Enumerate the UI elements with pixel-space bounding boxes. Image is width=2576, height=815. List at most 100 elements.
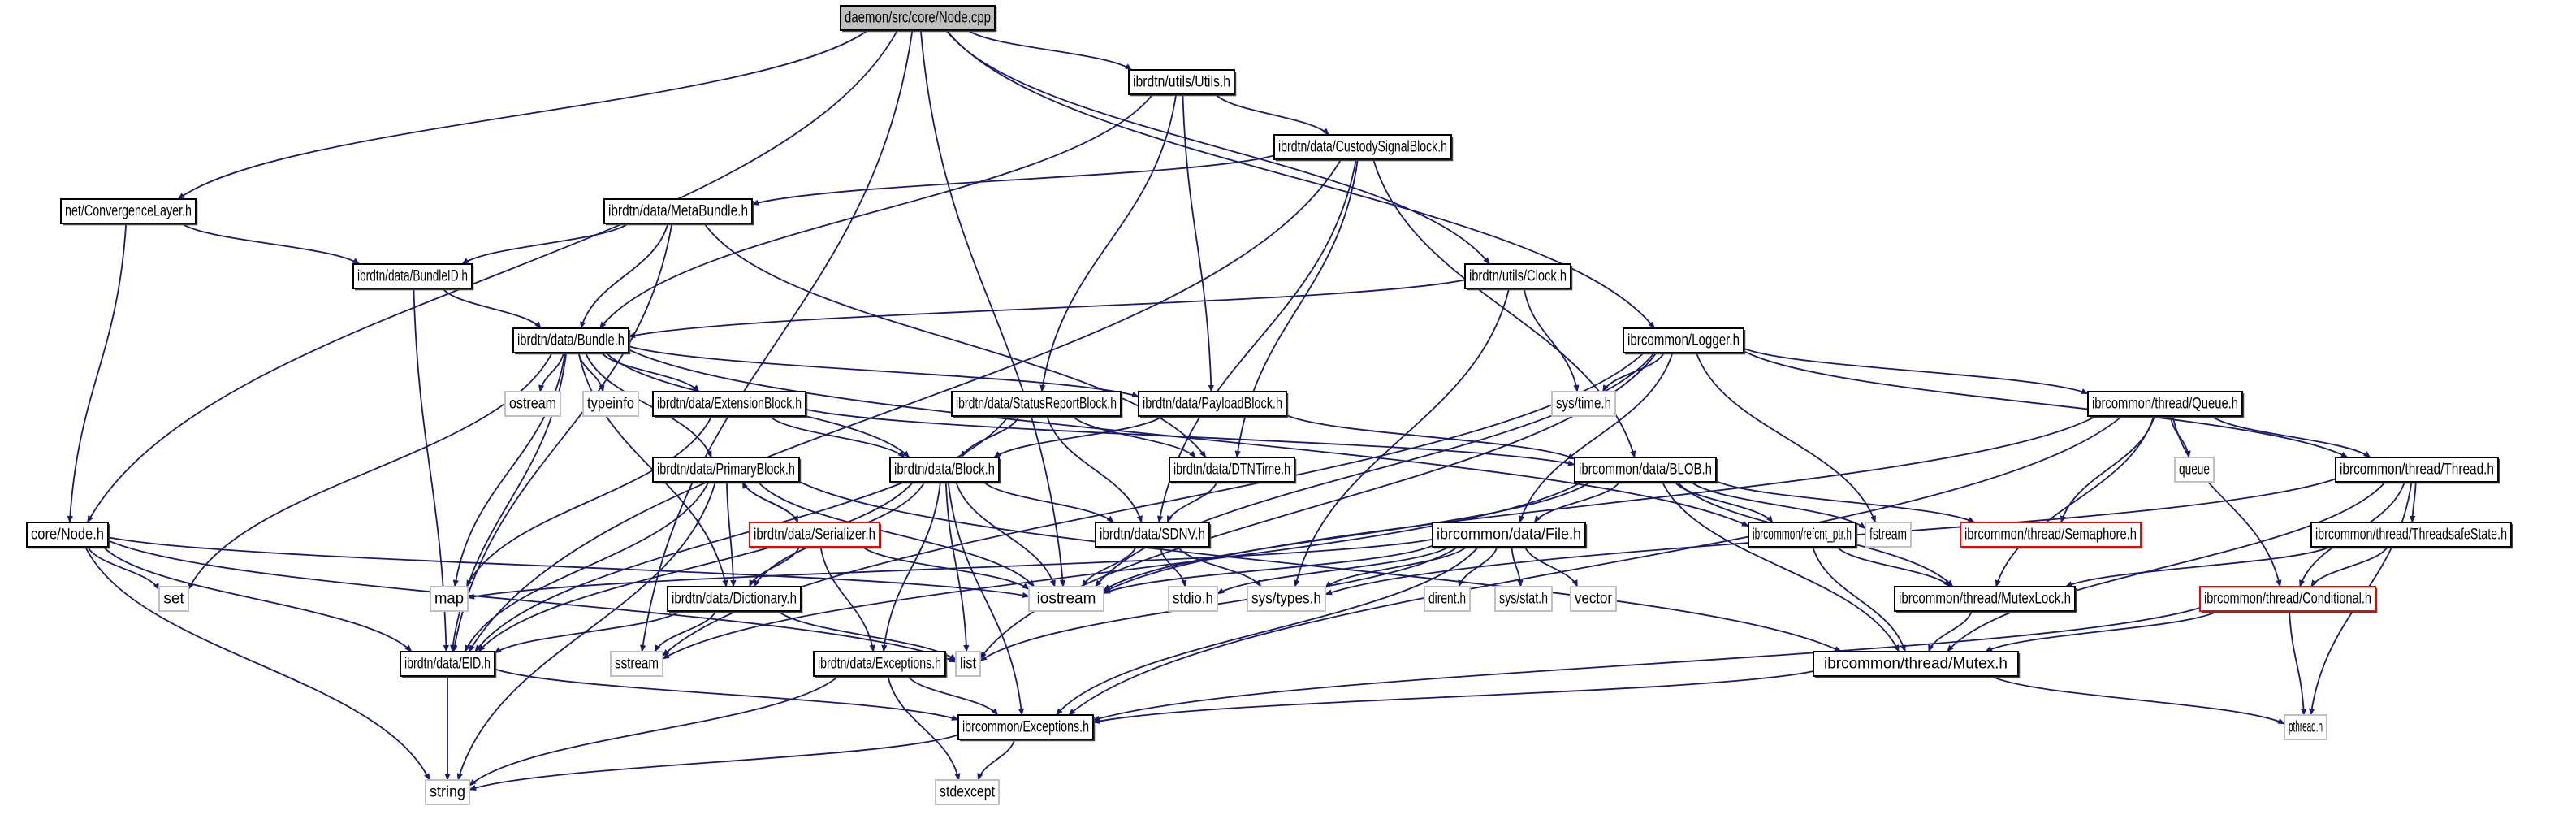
node-shadow (1815, 653, 2021, 678)
edge-custody-to-metabundle (751, 154, 1275, 206)
node-label: ibrcommon/thread/Mutex.h (1824, 656, 2008, 673)
node-box (1748, 522, 1856, 548)
edge-bundle-to-set (188, 352, 553, 591)
edge-dataexc-to-stdexcept (887, 675, 961, 781)
node-shadow (1625, 330, 1746, 355)
edge-commonexc-to-stdexcept (977, 739, 1016, 781)
node-label: ibrcommon/Logger.h (1627, 332, 1740, 349)
node-box (1894, 586, 2076, 612)
edge-blob-to-refcnt (1674, 481, 1774, 523)
node-eid[interactable]: ibrdtn/data/EID.h (400, 651, 497, 678)
node-box (935, 779, 1000, 805)
edge-node_cpp-to-iostream (919, 29, 1066, 587)
node-dataexc[interactable]: ibrdtn/data/Exceptions.h (813, 651, 948, 678)
node-clock[interactable]: ibrdtn/utils/Clock.h (1464, 263, 1573, 291)
node-dtntime[interactable]: ibrdtn/data/DTNTime.h (1169, 457, 1297, 484)
edge-statusreport-to-eid (474, 415, 1009, 652)
edge-file-to-systypes (1325, 546, 1467, 588)
node-conditional[interactable]: ibrcommon/thread/Conditional.h (2199, 586, 2378, 613)
node-shadow (1140, 393, 1289, 418)
node-thread[interactable]: ibrcommon/thread/Thread.h (2335, 457, 2500, 484)
node-dictionary[interactable]: ibrdtn/data/Dictionary.h (667, 586, 803, 613)
edges-layer (67, 29, 2417, 791)
edge-thread-to-tsstate (2409, 481, 2417, 523)
node-box (610, 651, 663, 677)
node-bundleid[interactable]: ibrdtn/data/BundleID.h (352, 263, 474, 291)
edge-corenode-to-eid (102, 546, 413, 652)
node-semaphore[interactable]: ibrcommon/thread/Semaphore.h (1960, 522, 2143, 549)
node-fstream: fstream (1865, 522, 1912, 548)
node-box (582, 391, 639, 417)
node-shadow (953, 393, 1123, 418)
edge-queue_h-to-thread (2211, 415, 2371, 458)
node-box (1138, 391, 1287, 417)
edge-bundle-to-refcnt (628, 349, 1749, 527)
node-label: ostream (509, 396, 556, 413)
node-convlayer[interactable]: net/ConvergenceLayer.h (60, 198, 198, 226)
node-shadow (402, 653, 497, 678)
node-statusreport[interactable]: ibrdtn/data/StatusReportBlock.h (951, 391, 1123, 418)
node-node_cpp[interactable]: daemon/src/core/Node.cpp (840, 5, 997, 33)
edge-serializer-to-dictionary (748, 546, 801, 587)
node-mutexlock[interactable]: ibrcommon/thread/MutexLock.h (1894, 586, 2077, 613)
node-block[interactable]: ibrdtn/data/Block.h (889, 457, 1001, 484)
node-utils[interactable]: ibrdtn/utils/Utils.h (1128, 69, 1237, 97)
node-file[interactable]: ibrcommon/data/File.h (1432, 522, 1588, 549)
node-refcnt[interactable]: ibrcommon/refcnt_ptr.h (1748, 522, 1858, 549)
node-queue: queue (2174, 457, 2215, 483)
node-blob[interactable]: ibrcommon/data/BLOB.h (1574, 457, 1718, 484)
node-box (430, 586, 469, 612)
node-bundle[interactable]: ibrdtn/data/Bundle.h (512, 327, 631, 355)
edge-primary-to-mutex (798, 480, 1842, 652)
node-box (652, 391, 806, 417)
node-box (26, 522, 109, 548)
edge-sdnv-to-systypes (1177, 546, 1262, 587)
node-label: ibrdtn/data/Exceptions.h (818, 656, 941, 673)
node-shadow (515, 330, 631, 355)
node-corenode[interactable]: core/Node.h (26, 522, 110, 549)
node-logger[interactable]: ibrcommon/Logger.h (1623, 327, 1746, 355)
node-serializer[interactable]: ibrdtn/data/Serializer.h (749, 522, 882, 549)
node-ostream: ostream (504, 391, 561, 417)
node-custody[interactable]: ibrdtn/data/CustodySignalBlock.h (1273, 134, 1454, 162)
node-metabundle[interactable]: ibrdtn/data/MetaBundle.h (603, 198, 754, 226)
node-commonexc[interactable]: ibrcommon/Exceptions.h (957, 714, 1096, 742)
node-extblock[interactable]: ibrdtn/data/ExtensionBlock.h (652, 391, 808, 418)
edge-file-to-map (467, 538, 1433, 600)
node-shadow (1896, 588, 2077, 613)
edge-sdnv-to-stdio (1159, 546, 1187, 587)
edge-metabundle-to-bundleid (461, 223, 629, 265)
node-label: fstream (1869, 527, 1907, 544)
node-label: stdio.h (1173, 591, 1213, 608)
node-label: core/Node.h (31, 527, 104, 544)
node-label: ibrcommon/refcnt_ptr.h (1753, 527, 1852, 544)
node-sdnv[interactable]: ibrdtn/data/SDNV.h (1095, 522, 1212, 549)
edge-node_cpp-to-convlayer (177, 29, 869, 200)
edge-logger-to-queue_h (1743, 347, 2089, 395)
edge-extblock-to-block (768, 415, 905, 458)
edge-conditional-to-pthread (2289, 610, 2307, 716)
node-shadow (355, 266, 474, 291)
edge-block-to-list (944, 481, 970, 652)
node-box (1464, 263, 1571, 289)
edge-primary-to-iostream (757, 481, 1035, 587)
edge-mutexlock-to-mutex (1928, 610, 1973, 652)
node-box (2310, 522, 2512, 548)
node-primary[interactable]: ibrdtn/data/PrimaryBlock.h (652, 457, 802, 484)
edge-metabundle-to-bundle (580, 223, 669, 329)
node-shadow (2313, 524, 2513, 549)
node-mutex[interactable]: ibrcommon/thread/Mutex.h (1813, 651, 2021, 678)
node-stdio: stdio.h (1168, 586, 1218, 612)
node-tsstate[interactable]: ibrcommon/thread/ThreadsafeState.h (2310, 522, 2513, 549)
node-label: ibrdtn/data/EID.h (404, 656, 491, 673)
edge-extblock-to-blob (805, 408, 1575, 466)
node-shadow (960, 717, 1096, 742)
node-box (1095, 522, 1210, 548)
edge-blob-to-file (1533, 481, 1621, 523)
node-box (652, 457, 800, 483)
node-payload[interactable]: ibrdtn/data/PayloadBlock.h (1138, 391, 1289, 418)
edge-statusreport-to-sdnv (1046, 415, 1143, 523)
node-box (1424, 586, 1471, 612)
edge-primary-to-dictionary (726, 481, 737, 587)
node-queue_h[interactable]: ibrcommon/thread/Queue.h (2087, 391, 2245, 418)
